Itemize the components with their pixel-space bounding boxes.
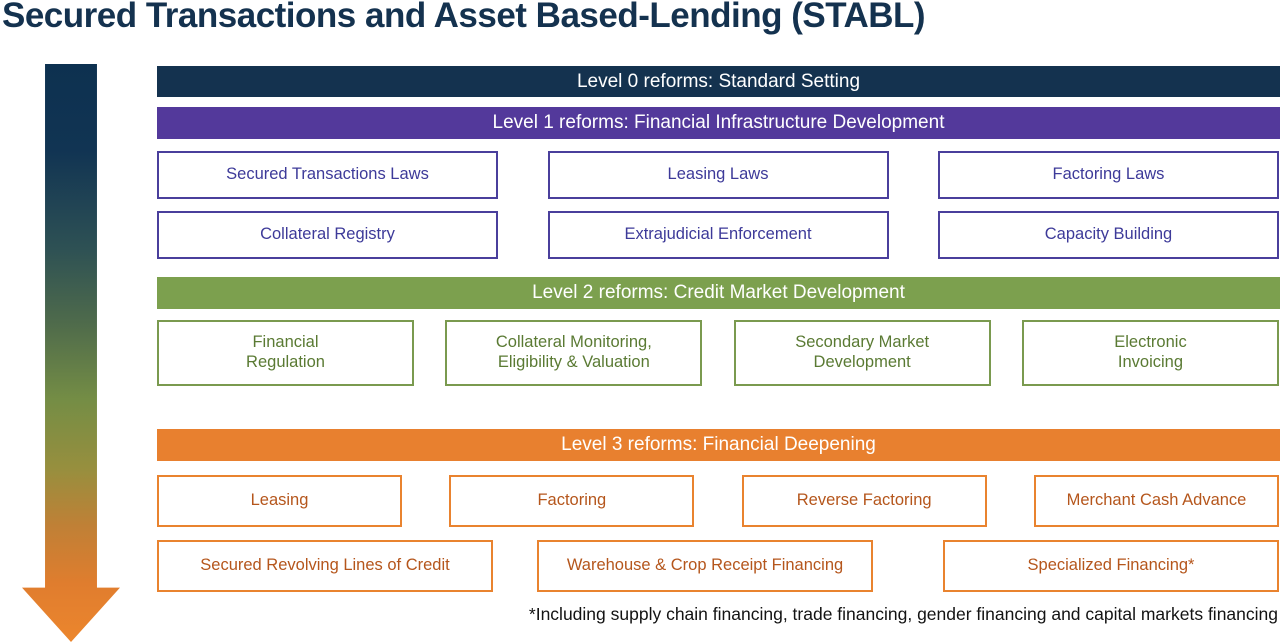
level1-box-row-1: Secured Transactions Laws Leasing Laws F…: [157, 151, 1279, 199]
box-leasing: Leasing: [157, 475, 402, 527]
level1-header-bar: Level 1 reforms: Financial Infrastructur…: [157, 107, 1280, 139]
level0-header-bar: Level 0 reforms: Standard Setting: [157, 66, 1280, 97]
box-leasing-laws: Leasing Laws: [547, 151, 889, 199]
box-collateral-registry: Collateral Registry: [157, 211, 498, 259]
box-factoring-laws: Factoring Laws: [938, 151, 1279, 199]
box-extrajudicial-enforcement: Extrajudicial Enforcement: [547, 211, 889, 259]
box-merchant-cash-advance: Merchant Cash Advance: [1033, 475, 1279, 527]
box-specialized-financing: Specialized Financing*: [943, 540, 1279, 592]
gradient-down-arrow-icon: [22, 64, 120, 642]
box-factoring: Factoring: [449, 475, 695, 527]
level3-header-bar: Level 3 reforms: Financial Deepening: [157, 429, 1280, 461]
box-warehouse-crop-receipt-financing: Warehouse & Crop Receipt Financing: [537, 540, 873, 592]
level3-box-row-2: Secured Revolving Lines of Credit Wareho…: [157, 540, 1279, 592]
page-title: Secured Transactions and Asset Based-Len…: [2, 0, 926, 35]
box-collateral-monitoring-eligibility-valuation: Collateral Monitoring, Eligibility & Val…: [445, 320, 703, 386]
level2-header-label: Level 2 reforms: Credit Market Developme…: [532, 282, 905, 303]
level3-box-row-1: Leasing Factoring Reverse Factoring Merc…: [157, 475, 1279, 527]
level3-header-label: Level 3 reforms: Financial Deepening: [561, 434, 876, 455]
level1-box-row-2: Collateral Registry Extrajudicial Enforc…: [157, 211, 1279, 259]
level2-box-row: Financial Regulation Collateral Monitori…: [157, 320, 1279, 386]
box-capacity-building: Capacity Building: [938, 211, 1279, 259]
box-secondary-market-development: Secondary Market Development: [733, 320, 991, 386]
box-electronic-invoicing: Electronic Invoicing: [1021, 320, 1279, 386]
box-secured-revolving-lines-of-credit: Secured Revolving Lines of Credit: [157, 540, 493, 592]
box-financial-regulation: Financial Regulation: [157, 320, 414, 386]
level0-header-label: Level 0 reforms: Standard Setting: [576, 70, 861, 92]
box-secured-transactions-laws: Secured Transactions Laws: [157, 151, 498, 199]
level2-header-bar: Level 2 reforms: Credit Market Developme…: [157, 277, 1280, 309]
box-reverse-factoring: Reverse Factoring: [741, 475, 987, 527]
level1-header-label: Level 1 reforms: Financial Infrastructur…: [492, 112, 945, 133]
footnote: *Including supply chain financing, trade…: [528, 604, 1278, 624]
